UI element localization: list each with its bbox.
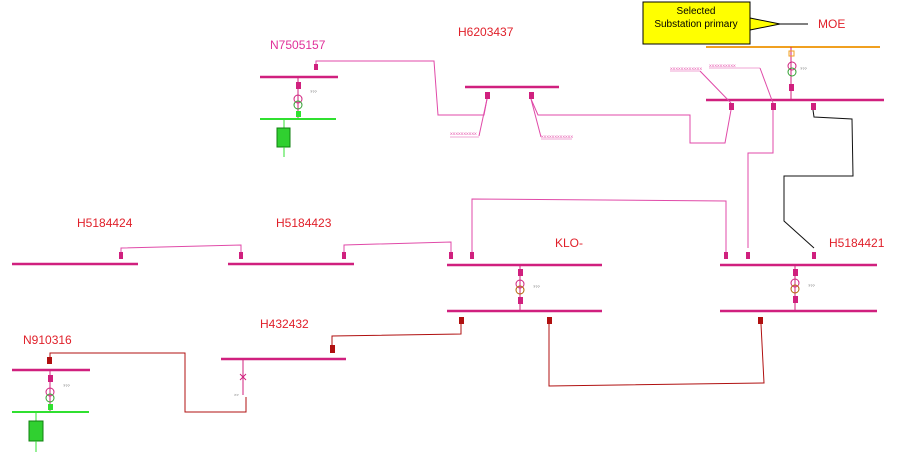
h5184424-breaker[interactable] [119,252,123,259]
substation-n7505157[interactable]: N7505157 ??? [260,38,338,157]
n910316-transformer-icon[interactable] [45,387,55,397]
klo-breaker-upper[interactable] [518,269,523,276]
n910316-breaker[interactable] [48,375,53,382]
substation-h5184424[interactable]: H5184424 [12,216,138,266]
n7505157-feeder-breaker[interactable] [314,64,318,70]
h5184423-label[interactable]: H5184423 [276,216,332,230]
moe-unit-text: ??? [800,66,807,71]
moe-feeder-label-a: XXXXXXXXXXXX [670,66,702,71]
wire-klo-h5184421[interactable] [471,198,727,252]
h5184421-unit-text: ??? [808,283,815,288]
substation-klo[interactable]: KLO- ??? [447,236,602,324]
h5184421-transformer-icon-b [790,284,800,294]
wire-n7505157-h6203437[interactable] [315,60,488,116]
callout-line2: Substation primary [654,19,737,30]
callout-box [642,1,751,45]
h5184421-lv-breaker[interactable] [758,317,763,324]
wire-h5184423-klo[interactable] [343,241,452,252]
wire-h6203437-moe[interactable] [530,98,732,144]
h6203437-feeder-label-d: XXXXXXXXXXXX [541,134,573,139]
selected-substation-callout: Selected Substation primary MOE [642,1,845,45]
h6203437-breaker-1[interactable] [485,92,490,99]
klo-transformer-icon-b [515,285,525,295]
moe-label[interactable]: MOE [818,17,845,31]
h5184421-transformer-icon[interactable] [790,278,800,288]
h432432-open-switch-icon[interactable] [239,373,247,381]
n910316-generator[interactable] [28,420,44,442]
moe-feeder-label-b: XXXXXXXXXX [709,63,736,68]
wire-moe-tap-a [699,70,732,104]
klo-lv-breaker-1[interactable] [459,317,464,324]
n7505157-breaker[interactable] [296,82,301,89]
lower-feeder-wires [49,323,765,413]
wire-moe-tap-b [759,67,774,104]
upper-feeder-wires [315,60,774,248]
h432432-switch-text: >> [234,392,239,397]
substation-h5184423[interactable]: H5184423 [228,216,354,266]
wire-moe-h5184421-black[interactable] [783,109,854,249]
n910316-green-breaker[interactable] [48,404,53,410]
n7505157-unit-text: ??? [310,89,317,94]
h5184421-feeder-breaker-3[interactable] [812,252,816,259]
h5184421-label[interactable]: H5184421 [829,236,885,250]
wire-klo-h5184421-lv[interactable] [548,323,765,387]
klo-lv-breaker-2[interactable] [547,317,552,324]
klo-feeder-breaker-1[interactable] [449,252,453,259]
wire-h5184424-h5184423[interactable] [120,244,242,252]
h5184421-breaker-lower[interactable] [793,296,798,303]
h432432-label[interactable]: H432432 [260,317,309,331]
klo-unit-text: ??? [533,284,540,289]
moe-feeder-breaker-2[interactable] [771,103,776,110]
middle-feeder-wires [120,198,727,252]
wire-h6203437-tap-a [478,98,488,137]
klo-label[interactable]: KLO- [555,236,583,250]
callout-pointer [749,17,781,31]
moe-feeder-breaker-1[interactable] [729,103,734,110]
n7505157-generator[interactable] [276,127,291,148]
n7505157-transformer-icon-b [293,100,303,110]
substation-moe[interactable]: ??? XXXXXXXXXXXX XXXXXXXXXX [670,46,884,110]
moe-transformer-icon[interactable] [787,61,797,71]
h5184421-feeder-breaker-1[interactable] [724,252,728,259]
klo-feeder-breaker-2[interactable] [470,252,474,259]
n910316-unit-text: ??? [63,383,70,388]
substation-h5184421[interactable]: H5184421 ??? [720,236,885,324]
h6203437-label[interactable]: H6203437 [458,25,514,39]
n7505157-transformer-icon[interactable] [293,94,303,104]
moe-transformer-icon-b [787,67,797,77]
wire-moe-h5184421-a[interactable] [747,110,774,248]
h5184421-breaker-upper[interactable] [793,269,798,276]
h5184421-feeder-breaker-2[interactable] [746,252,750,259]
n7505157-label[interactable]: N7505157 [270,38,326,52]
n910316-feeder-breaker[interactable] [47,357,52,364]
moe-orange-switch[interactable] [788,50,795,57]
klo-transformer-icon[interactable] [515,279,525,289]
h5184423-breaker-2[interactable] [342,252,346,259]
h432432-breaker[interactable] [330,345,335,353]
wire-h432432-klo[interactable] [331,324,462,345]
n7505157-green-breaker[interactable] [296,111,301,117]
moe-feeder-breaker-3[interactable] [811,103,816,110]
substation-n910316[interactable]: N910316 ??? [12,333,90,452]
substation-h6203437[interactable]: H6203437 XXXXXXXXXX XXXXXXXXXXXX [450,25,573,140]
h5184423-breaker-1[interactable] [239,252,243,259]
callout-line1: Selected [677,6,716,17]
klo-breaker-lower[interactable] [518,297,523,304]
wire-n910316-h432432[interactable] [49,352,247,413]
n910316-label[interactable]: N910316 [23,333,72,347]
h6203437-breaker-2[interactable] [529,92,534,99]
moe-breaker[interactable] [789,84,794,91]
n910316-transformer-icon-b [45,393,55,403]
h6203437-feeder-label-c: XXXXXXXXXX [450,131,477,136]
substation-h432432[interactable]: H432432 >> [221,317,346,397]
wire-h6203437-tap-b [530,98,542,138]
h5184424-label[interactable]: H5184424 [77,216,133,230]
